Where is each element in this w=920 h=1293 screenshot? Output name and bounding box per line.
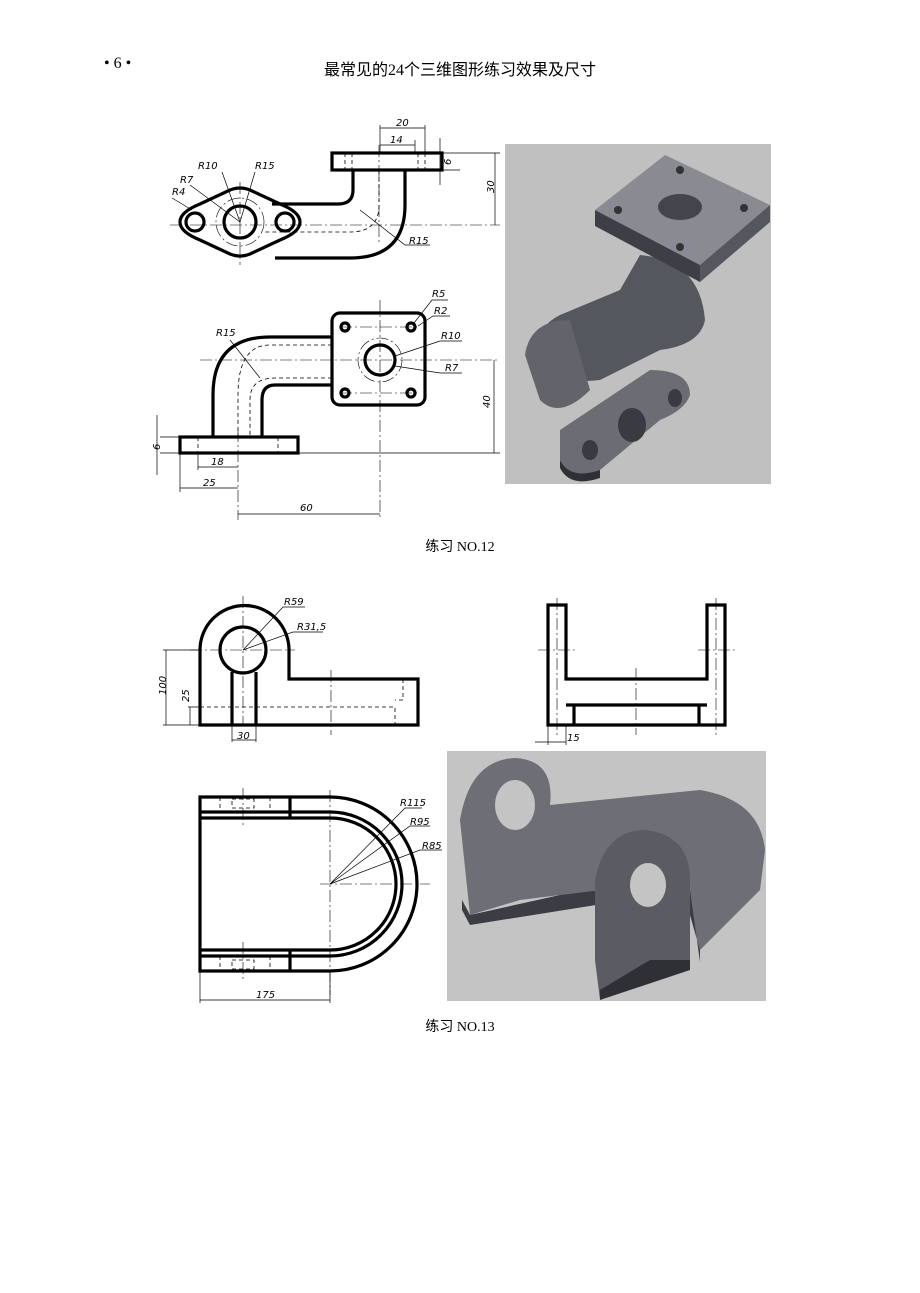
label-r15-bend: R15 [409,236,429,247]
ex12-top-view: 20 14 6 30 R10 R15 R7 R4 R15 [170,118,500,265]
label-r10: R10 [441,331,461,342]
label-r15: R15 [216,328,236,339]
dim-175: 175 [256,990,275,1001]
page-number: • 6 • [104,55,131,72]
ex13-side-view: 15 [535,598,735,745]
caption-ex13: 练习 NO.13 [425,1019,494,1035]
label-r2: R2 [434,306,447,317]
dim-30: 30 [486,180,497,193]
label-r59: R59 [284,597,304,608]
label-r15: R15 [255,161,275,172]
dim-14: 14 [390,135,403,146]
caption-ex12: 练习 NO.12 [425,539,494,555]
dim-18: 18 [211,457,224,468]
dim-30: 30 [237,731,250,742]
dim-100: 100 [158,676,169,695]
label-r7: R7 [180,175,194,186]
dim-40: 40 [482,395,493,408]
ex12-3d-render [505,144,771,484]
label-r95: R95 [410,817,430,828]
label-r7: R7 [445,363,459,374]
dim-6-base: 6 [152,444,163,450]
ex13-front-view: 100 25 30 R59 R31,5 [158,596,420,742]
dim-15: 15 [567,733,580,744]
label-r31-5: R31,5 [297,622,326,633]
label-r85: R85 [422,841,442,852]
label-r4: R4 [172,187,185,198]
label-r10: R10 [198,161,218,172]
label-r5: R5 [432,289,445,300]
dim-6: 6 [443,159,454,165]
page-title: 最常见的24个三维图形练习效果及尺寸 [324,61,596,79]
ex13-top-view: R115 R95 R85 175 [198,788,442,1003]
dim-60: 60 [300,503,313,514]
ex13-3d-render [447,751,766,1001]
ex12-front-view: 6 18 25 60 40 R5 R2 R10 R7 R15 [152,289,500,520]
dim-20: 20 [396,118,409,129]
label-r115: R115 [400,798,426,809]
dim-25: 25 [181,689,192,702]
dim-25: 25 [203,478,216,489]
